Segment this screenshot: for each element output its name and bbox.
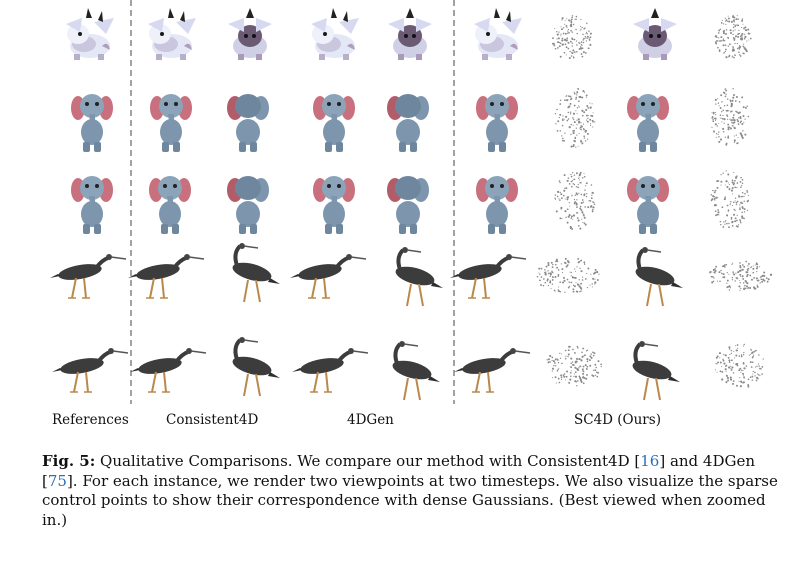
figure-number: Fig. 5: (42, 452, 96, 470)
citation-link[interactable]: 75 (47, 471, 67, 490)
citation-link[interactable]: 16 (640, 452, 660, 470)
point-cloud (709, 260, 773, 291)
caption-text: Qualitative Comparisons. We compare our … (95, 452, 641, 470)
comparison-figure (48, 0, 773, 404)
point-cloud (710, 170, 750, 229)
figure-caption: Fig. 5: Qualitative Comparisons. We comp… (42, 452, 787, 530)
label-references: References (52, 412, 129, 428)
point-cloud (554, 171, 596, 230)
caption-text: ] and 4DGen [ (42, 452, 756, 490)
point-cloud (554, 87, 596, 148)
row-heron-2 (50, 335, 764, 402)
row-heron-1 (48, 241, 773, 308)
point-cloud (546, 345, 602, 387)
label-4dgen: 4DGen (347, 412, 394, 428)
point-cloud (715, 343, 764, 388)
caption-text: ]. For each instance, we render two view… (42, 471, 778, 529)
row-triceratops (66, 8, 752, 60)
point-cloud (711, 88, 750, 146)
label-consistent4d: Consistent4D (166, 412, 259, 428)
point-cloud (536, 257, 600, 293)
point-cloud (551, 15, 592, 60)
point-cloud (714, 15, 752, 59)
row-elephant-2 (71, 170, 750, 234)
label-sc4d: SC4D (Ours) (574, 412, 661, 428)
row-elephant-1 (71, 87, 750, 152)
